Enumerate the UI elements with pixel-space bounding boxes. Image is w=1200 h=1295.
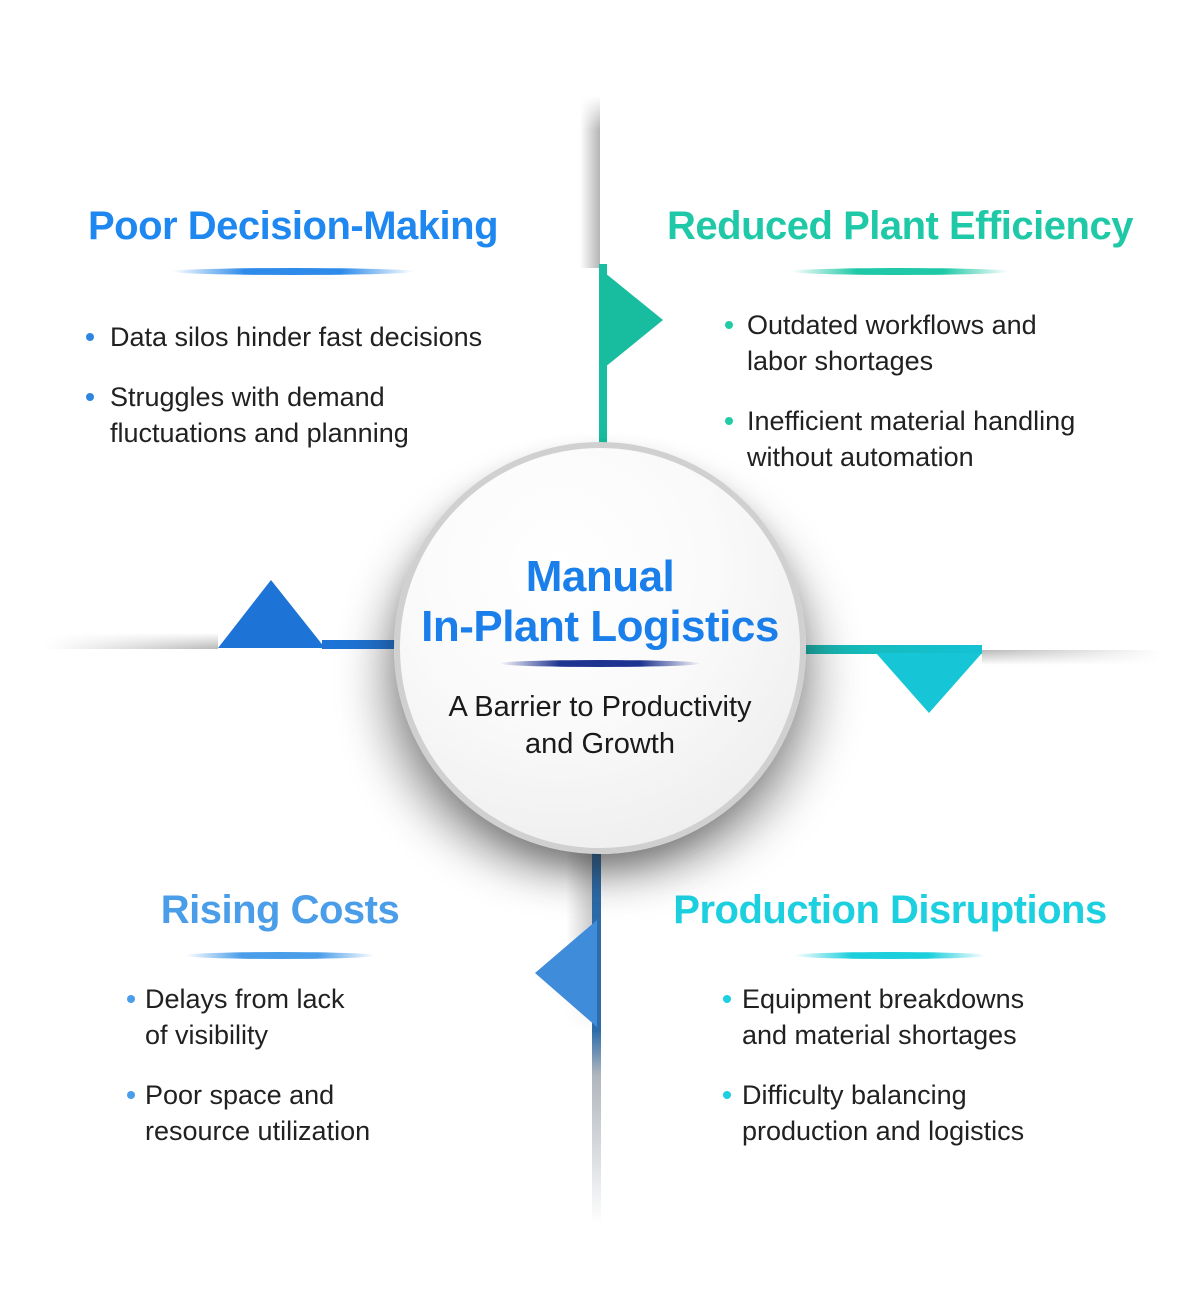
left-divider-line	[322, 640, 402, 649]
bullet-list: Delays from lack of visibility Poor spac…	[90, 981, 470, 1149]
list-item: Difficulty balancing production and logi…	[723, 1077, 1118, 1149]
list-item: Poor space and resource utilization	[127, 1077, 470, 1149]
center-subtitle: A Barrier to Productivity and Growth	[400, 689, 800, 763]
bullet-text: fluctuations and planning	[110, 418, 409, 448]
bullet-text: production and logistics	[742, 1116, 1025, 1146]
bullet-text: Poor space and	[145, 1080, 335, 1110]
title-underline	[791, 268, 1009, 275]
center-subtitle-line2: and Growth	[525, 728, 675, 760]
title-underline	[172, 268, 414, 275]
center-title-line2: In-Plant Logistics	[421, 602, 779, 651]
bullet-text: without automation	[747, 442, 974, 472]
bullet-text: Data silos hinder fast decisions	[110, 322, 483, 352]
bullet-text: Difficulty balancing	[742, 1080, 967, 1110]
left-divider-shadow	[30, 633, 218, 649]
quadrant-title: Rising Costs	[160, 888, 400, 932]
arrow-right-icon	[599, 268, 663, 372]
bullet-dot	[127, 1091, 135, 1099]
bullet-list: Outdated workflows and labor shortages I…	[660, 307, 1140, 475]
bullet-text: and material shortages	[742, 1020, 1017, 1050]
quadrant-title: Reduced Plant Efficiency	[667, 204, 1133, 248]
quadrant-title: Poor Decision-Making	[87, 204, 499, 248]
bullet-dot	[725, 321, 733, 329]
list-item: Delays from lack of visibility	[127, 981, 470, 1053]
quadrant-rising-costs: Rising Costs Delays from lack of visibil…	[90, 880, 470, 1173]
list-item: Struggles with demand fluctuations and p…	[86, 379, 528, 451]
right-divider-shadow	[982, 650, 1177, 665]
list-item: Data silos hinder fast decisions	[86, 319, 528, 355]
bullet-text: Delays from lack	[145, 984, 345, 1014]
center-title: Manual In-Plant Logistics	[400, 552, 800, 652]
center-title-line1: Manual	[525, 552, 675, 601]
bullet-dot	[127, 995, 135, 1003]
title-underline	[185, 952, 375, 959]
top-divider-shadow	[580, 96, 600, 268]
bullet-text: Struggles with demand	[110, 382, 385, 412]
bullet-text: of visibility	[145, 1020, 269, 1050]
bullet-dot	[86, 393, 94, 401]
bullet-text: Outdated workflows and	[747, 310, 1037, 340]
list-item: Equipment breakdowns and material shorta…	[723, 981, 1118, 1053]
bullet-dot	[723, 1091, 731, 1099]
quadrant-production-disruptions: Production Disruptions Equipment breakdo…	[662, 880, 1118, 1173]
arrow-down-icon	[876, 653, 982, 713]
arrow-left-icon	[535, 920, 597, 1027]
arrow-up-icon	[218, 580, 325, 648]
bullet-text: Equipment breakdowns	[742, 984, 1025, 1014]
bullet-dot	[723, 995, 731, 1003]
center-subtitle-line1: A Barrier to Productivity	[448, 691, 752, 723]
bullet-dot	[725, 417, 733, 425]
quadrant-poor-decision-making: Poor Decision-Making Data silos hinder f…	[58, 202, 528, 475]
list-item: Inefficient material handling without au…	[725, 403, 1140, 475]
bullet-list: Equipment breakdowns and material shorta…	[662, 981, 1118, 1149]
quadrant-reduced-plant-efficiency: Reduced Plant Efficiency Outdated workfl…	[660, 202, 1140, 499]
right-divider-line	[790, 645, 982, 654]
quadrant-title: Production Disruptions	[673, 888, 1107, 932]
bottom-divider-fade	[592, 1030, 601, 1235]
bullet-text: labor shortages	[747, 346, 934, 376]
bullet-text: Inefficient material handling	[747, 406, 1076, 436]
center-title-underline	[499, 660, 701, 667]
title-underline	[794, 952, 986, 959]
bullet-list: Data silos hinder fast decisions Struggl…	[58, 319, 528, 451]
center-circle: Manual In-Plant Logistics A Barrier to P…	[394, 442, 806, 854]
bullet-dot	[86, 333, 94, 341]
list-item: Outdated workflows and labor shortages	[725, 307, 1140, 379]
bullet-text: resource utilization	[145, 1116, 371, 1146]
